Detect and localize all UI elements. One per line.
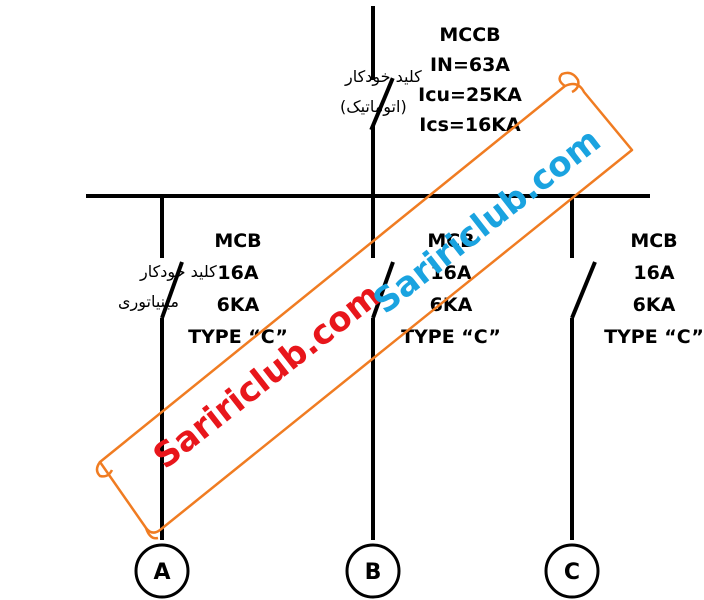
branch-a-breaker-symbol: [160, 196, 184, 540]
watermark-scroll: [95, 71, 634, 540]
main-breaker-symbol: [369, 6, 395, 198]
main-breaker-label-fa-2: (اتوماتیک): [340, 97, 407, 117]
main-breaker-label-fa-1: کلید خودکار: [344, 67, 422, 87]
branch-c-breaker-symbol: [570, 196, 597, 540]
node-c-label: C: [564, 560, 580, 585]
branch-a-spec-3: TYPE “C”: [188, 326, 288, 348]
node-a-label: A: [153, 560, 170, 585]
branch-b-spec-2: 6KA: [430, 294, 473, 316]
node-c: C: [544, 543, 600, 599]
branch-c-spec-3: TYPE “C”: [604, 326, 704, 348]
node-b: B: [345, 543, 401, 599]
main-breaker-spec-3: Ics=16KA: [419, 114, 521, 136]
node-b-label: B: [365, 560, 382, 585]
branch-b-breaker-symbol: [371, 196, 395, 540]
main-breaker-spec-1: IN=63A: [430, 54, 510, 76]
branch-a-spec-2: 6KA: [217, 294, 260, 316]
branch-b-spec-0: MCB: [427, 230, 474, 252]
main-breaker-spec-0: MCCB: [439, 24, 500, 46]
branch-breaker-label-fa-2: مینیاتوری: [118, 292, 179, 312]
node-a: A: [134, 543, 190, 599]
main-breaker-spec-2: Icu=25KA: [418, 84, 522, 106]
branch-b-spec-1: 16A: [430, 262, 471, 284]
branch-breaker-label-fa-1: کلید خودکار: [139, 262, 217, 282]
branch-c-spec-0: MCB: [630, 230, 677, 252]
branch-a-spec-1: 16A: [217, 262, 258, 284]
branch-c-spec-1: 16A: [633, 262, 674, 284]
branch-a-spec-0: MCB: [214, 230, 261, 252]
branch-b-spec-3: TYPE “C”: [401, 326, 501, 348]
branch-c-spec-2: 6KA: [633, 294, 676, 316]
